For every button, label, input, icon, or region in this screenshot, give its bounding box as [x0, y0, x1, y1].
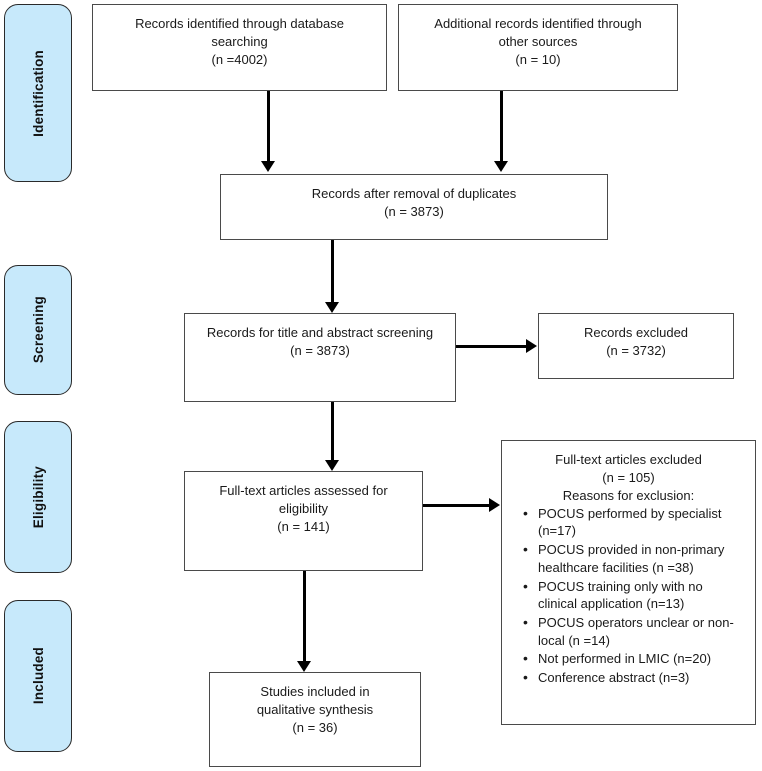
- arrow-right-icon: [526, 339, 537, 353]
- box-database-searching-text: Records identified through database sear…: [135, 16, 344, 67]
- stage-label-included: Included: [30, 647, 46, 705]
- box-database-searching: Records identified through database sear…: [92, 4, 387, 91]
- exclusion-reason-item: POCUS provided in non-primary healthcare…: [523, 540, 743, 576]
- box-studies-included-text: Studies included in qualitative synthesi…: [256, 684, 374, 735]
- exclusion-reason-item: POCUS operators unclear or non-local (n …: [523, 613, 743, 649]
- arrow-down-icon: [325, 460, 339, 471]
- stage-label-identification: Identification: [30, 49, 46, 137]
- exclusion-reason-item: Conference abstract (n=3): [523, 668, 743, 687]
- stage-chip-included: Included: [4, 600, 72, 752]
- arrow-down-icon: [297, 661, 311, 672]
- box-studies-included: Studies included in qualitative synthesi…: [209, 672, 421, 767]
- exclusion-reason-item: POCUS training only with no clinical app…: [523, 576, 743, 613]
- box-other-sources: Additional records identified through ot…: [398, 4, 678, 91]
- box-title-abstract-screening-text: Records for title and abstract screening…: [206, 325, 434, 358]
- box-title-abstract-screening: Records for title and abstract screening…: [184, 313, 456, 402]
- box-records-excluded-text: Records excluded (n = 3732): [583, 325, 689, 358]
- box-fulltext-assessed: Full-text articles assessed for eligibil…: [184, 471, 423, 571]
- stage-chip-identification: Identification: [4, 4, 72, 182]
- box-fulltext-assessed-text: Full-text articles assessed for eligibil…: [219, 483, 388, 534]
- stage-label-eligibility: Eligibility: [30, 465, 46, 529]
- box-after-duplicates-text: Records after removal of duplicates (n =…: [311, 186, 517, 219]
- stage-label-screening: Screening: [30, 296, 46, 364]
- arrow-down-icon: [494, 161, 508, 172]
- stage-chip-eligibility: Eligibility: [4, 421, 72, 573]
- stage-chip-screening: Screening: [4, 265, 72, 395]
- arrow-down-icon: [325, 302, 339, 313]
- arrow-down-icon: [261, 161, 275, 172]
- exclusion-reason-item: Not performed in LMIC (n=20): [523, 649, 743, 668]
- box-fulltext-excluded-heading: Full-text articles excluded (n = 105) Re…: [555, 452, 702, 503]
- exclusion-reason-item: POCUS performed by specialist (n=17): [523, 504, 743, 540]
- box-after-duplicates: Records after removal of duplicates (n =…: [220, 174, 608, 240]
- box-records-excluded: Records excluded (n = 3732): [538, 313, 734, 379]
- arrow-right-icon: [489, 498, 500, 512]
- box-other-sources-text: Additional records identified through ot…: [434, 16, 642, 67]
- exclusion-reasons-list: POCUS performed by specialist (n=17) POC…: [512, 504, 745, 687]
- box-fulltext-excluded: Full-text articles excluded (n = 105) Re…: [501, 440, 756, 725]
